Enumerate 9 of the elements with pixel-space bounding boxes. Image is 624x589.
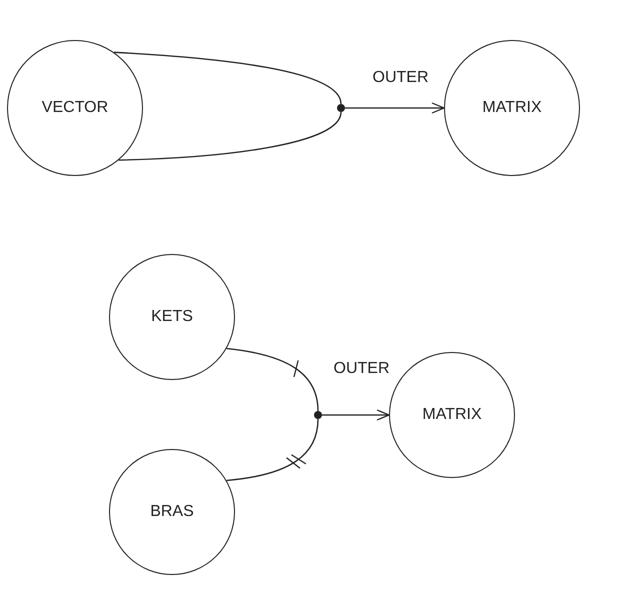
connector-line (118, 112, 342, 161)
node-label: MATRIX (422, 405, 482, 425)
arrow (345, 102, 445, 114)
node-label: BRAS (150, 502, 194, 522)
arrow (322, 409, 390, 421)
node-label: KETS (151, 307, 193, 327)
node-label: MATRIX (482, 98, 542, 118)
node-label: VECTOR (42, 98, 108, 118)
connector-line (114, 52, 342, 104)
